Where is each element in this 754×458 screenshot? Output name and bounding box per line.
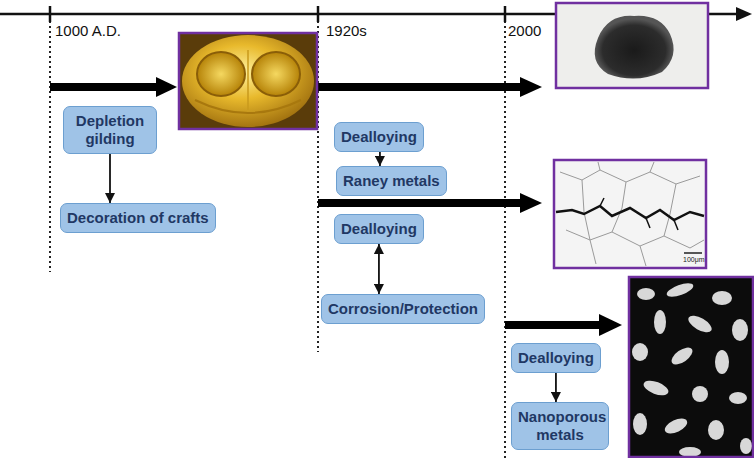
box-text: Depletion gilding: [70, 112, 150, 148]
flow-arrow: [555, 373, 557, 402]
era-label: 1920s: [326, 22, 367, 40]
box-text: Decoration of crafts: [67, 209, 209, 227]
process-box: Dealloying: [334, 122, 424, 152]
process-box: Decoration of crafts: [60, 203, 216, 233]
flow-arrow: [379, 152, 381, 166]
box-text: Corrosion/Protection: [328, 300, 478, 318]
era-arrow: [50, 77, 622, 336]
powder-photo: [556, 3, 708, 88]
era-label: 1000 A.D.: [55, 22, 121, 40]
era-label: 2000: [508, 22, 541, 40]
gold-mask-photo: [179, 33, 317, 129]
box-text: Dealloying: [518, 349, 594, 367]
scale-label: 100μm: [683, 256, 705, 264]
box-text: Raney metals: [343, 172, 440, 190]
micrograph-photo: [554, 160, 706, 268]
process-box: Dealloying: [334, 214, 424, 244]
nanoporous-photo: [628, 276, 754, 458]
process-box: Corrosion/Protection: [321, 294, 485, 324]
era-line: [50, 6, 505, 458]
box-text: Dealloying: [341, 220, 417, 238]
process-box: Nanoporous metals: [511, 402, 609, 450]
flow-arrow: [109, 154, 111, 203]
process-box: Dealloying: [511, 343, 601, 373]
process-box: Depletion gilding: [63, 106, 157, 154]
box-text: Nanoporous metals: [518, 408, 602, 444]
box-text: Dealloying: [341, 128, 417, 146]
process-box: Raney metals: [336, 166, 447, 196]
flow-arrow: [378, 244, 380, 294]
